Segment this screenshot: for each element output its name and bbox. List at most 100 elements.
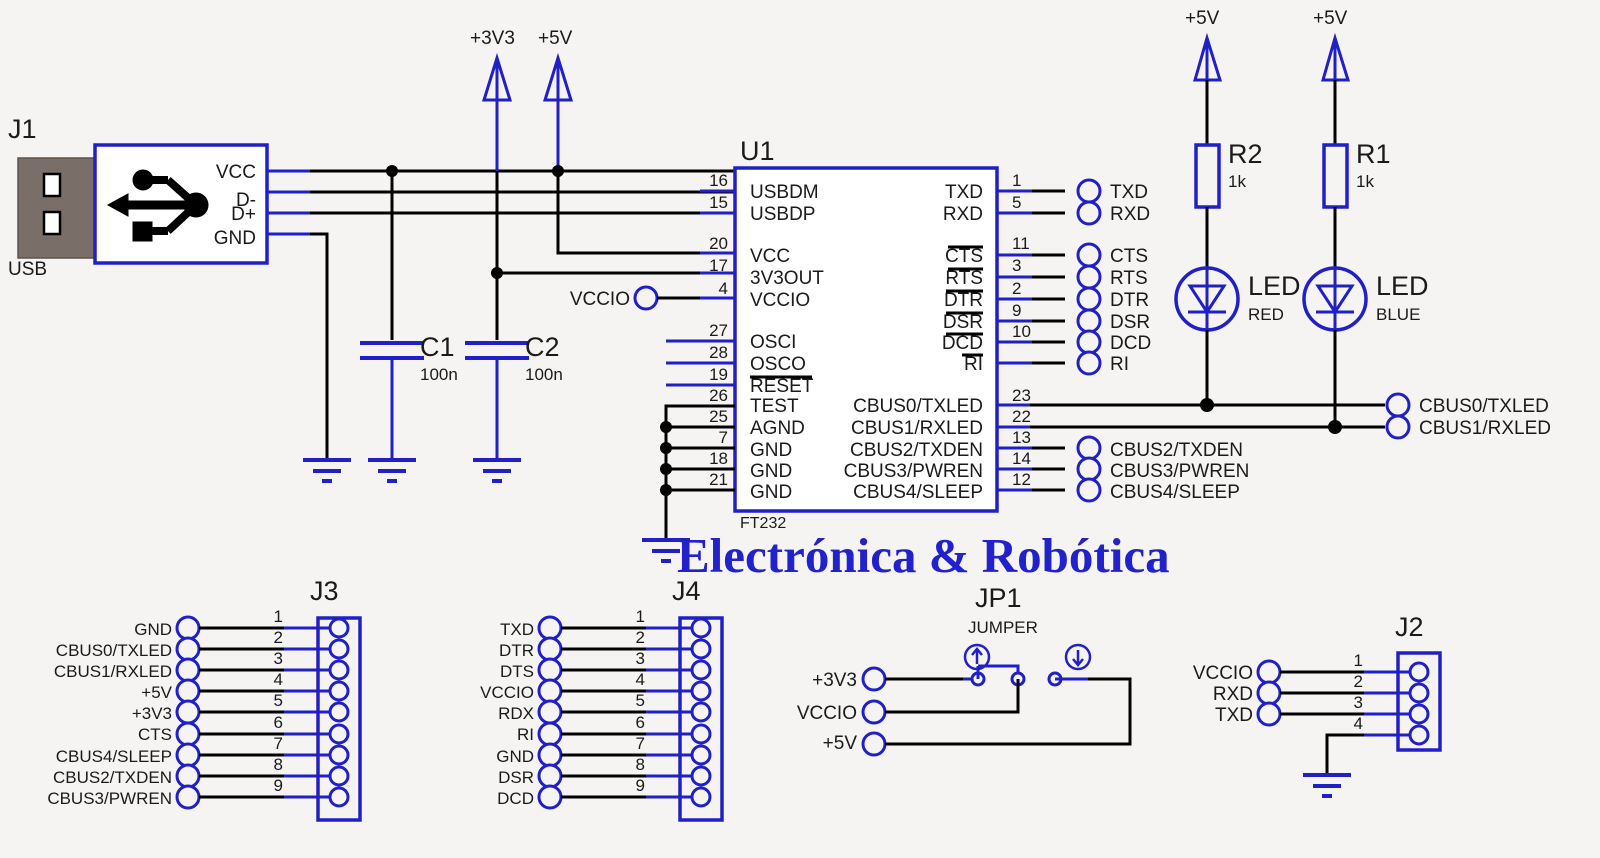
j3-port-5[interactable] bbox=[175, 699, 201, 725]
j4-pin-7[interactable] bbox=[690, 744, 712, 766]
u1-left-num-11: 18 bbox=[709, 449, 728, 468]
u1-right-pin-7: RI bbox=[964, 354, 983, 375]
power-arrow-3v3-icon bbox=[481, 52, 513, 171]
j3-port-7[interactable] bbox=[175, 742, 201, 768]
j3-pin-7[interactable] bbox=[328, 744, 350, 766]
port-label-cbus1: CBUS1/RXLED bbox=[1419, 418, 1551, 439]
rail-label-5v-r1: +5V bbox=[1313, 8, 1348, 29]
watermark-text: Electrónica & Robótica bbox=[677, 528, 1170, 583]
j2-pin-3[interactable] bbox=[1408, 703, 1430, 725]
port-circle-cbus1[interactable] bbox=[1385, 414, 1411, 440]
port-circle-cbus3[interactable] bbox=[1076, 456, 1102, 482]
j3-port-2[interactable] bbox=[175, 636, 201, 662]
j3-port-3[interactable] bbox=[175, 657, 201, 683]
port-circle-txd[interactable] bbox=[1076, 178, 1102, 204]
j3-num-5: 5 bbox=[274, 691, 283, 710]
j4-pin-9[interactable] bbox=[690, 786, 712, 808]
j4-port-7[interactable] bbox=[537, 742, 563, 768]
j3-pin-3[interactable] bbox=[328, 659, 350, 681]
jp1-port-5v[interactable] bbox=[861, 731, 887, 757]
j4-port-8[interactable] bbox=[537, 763, 563, 789]
j2-port-1[interactable] bbox=[1256, 659, 1282, 685]
port-circle-vccio[interactable] bbox=[633, 285, 659, 311]
j3-pin-6[interactable] bbox=[328, 723, 350, 745]
c1-refdes: C1 bbox=[420, 332, 455, 362]
j2-pin-4[interactable] bbox=[1408, 724, 1430, 746]
u1-right-pin-0: TXD bbox=[945, 182, 983, 203]
j3-port-1[interactable] bbox=[175, 615, 201, 641]
j4-port-3[interactable] bbox=[537, 657, 563, 683]
j3-pin-2[interactable] bbox=[328, 638, 350, 660]
port-circle-dcd[interactable] bbox=[1076, 329, 1102, 355]
j3-port-6[interactable] bbox=[175, 721, 201, 747]
j4-pin-8[interactable] bbox=[690, 765, 712, 787]
j2-pin-1[interactable] bbox=[1408, 661, 1430, 683]
j4-port-9[interactable] bbox=[537, 784, 563, 810]
j2-port-2[interactable] bbox=[1256, 680, 1282, 706]
r1-body bbox=[1322, 143, 1349, 209]
j4-port-4[interactable] bbox=[537, 678, 563, 704]
rail-label-3v3: +3V3 bbox=[470, 28, 515, 49]
usb-caption: USB bbox=[8, 259, 47, 280]
u1-left-pin-5: OSCI bbox=[750, 332, 796, 353]
u1-left-pin-3: 3V3OUT bbox=[750, 268, 824, 289]
junction-dot-gnd-7 bbox=[660, 442, 672, 454]
j3-pin-1[interactable] bbox=[328, 617, 350, 639]
port-label-vccio: VCCIO bbox=[570, 289, 630, 310]
j4-pin-6[interactable] bbox=[690, 723, 712, 745]
port-label-cbus0: CBUS0/TXLED bbox=[1419, 396, 1549, 417]
j3-pin-8[interactable] bbox=[328, 765, 350, 787]
j4-pin-5[interactable] bbox=[690, 701, 712, 723]
u1-right-pin-1: RXD bbox=[943, 204, 983, 225]
u1-left-pin-10: GND bbox=[750, 440, 792, 461]
j4-pin-3[interactable] bbox=[690, 659, 712, 681]
port-label-txd: TXD bbox=[1110, 182, 1148, 203]
j4-port-6[interactable] bbox=[537, 721, 563, 747]
j4-port-2[interactable] bbox=[537, 636, 563, 662]
j2-num-4: 4 bbox=[1354, 714, 1363, 733]
j3-pin-9[interactable] bbox=[328, 786, 350, 808]
u1-left-pin-6: OSCO bbox=[750, 354, 806, 375]
port-circle-dsr[interactable] bbox=[1076, 308, 1102, 334]
c2-value: 100n bbox=[525, 365, 563, 384]
port-circle-cbus4[interactable] bbox=[1076, 477, 1102, 503]
r2-value: 1k bbox=[1228, 172, 1246, 191]
j4-num-1: 1 bbox=[636, 607, 645, 626]
j3-num-9: 9 bbox=[274, 776, 283, 795]
j3-port-9[interactable] bbox=[175, 784, 201, 810]
j4-signal-0: TXD bbox=[500, 620, 534, 639]
j4-signal-3: VCCIO bbox=[480, 683, 534, 702]
port-label-cbus3: CBUS3/PWREN bbox=[1110, 461, 1249, 482]
j3-pin-4[interactable] bbox=[328, 680, 350, 702]
j4-num-2: 2 bbox=[636, 628, 645, 647]
port-circle-cbus2[interactable] bbox=[1076, 435, 1102, 461]
j4-port-1[interactable] bbox=[537, 615, 563, 641]
port-circle-ri[interactable] bbox=[1076, 350, 1102, 376]
j4-pin-2[interactable] bbox=[690, 638, 712, 660]
u1-refdes: U1 bbox=[740, 136, 775, 166]
j1-refdes: J1 bbox=[8, 114, 37, 144]
j2-num-2: 2 bbox=[1354, 672, 1363, 691]
jp1-port-3v3[interactable] bbox=[861, 666, 887, 692]
u1-left-pin-7: RESET bbox=[750, 376, 814, 397]
j4-pin-1[interactable] bbox=[690, 617, 712, 639]
u1-left-num-10: 7 bbox=[719, 428, 728, 447]
j4-pin-4[interactable] bbox=[690, 680, 712, 702]
port-circle-rxd[interactable] bbox=[1076, 200, 1102, 226]
u1-left-pin-2: VCC bbox=[750, 246, 790, 267]
port-circle-rts[interactable] bbox=[1076, 264, 1102, 290]
port-circle-cbus0[interactable] bbox=[1385, 392, 1411, 418]
j3-port-4[interactable] bbox=[175, 678, 201, 704]
u1-right-num-9: 22 bbox=[1012, 407, 1031, 426]
port-circle-dtr[interactable] bbox=[1076, 286, 1102, 312]
j2-port-3[interactable] bbox=[1256, 701, 1282, 727]
j3-port-8[interactable] bbox=[175, 763, 201, 789]
j2-pin-2[interactable] bbox=[1408, 682, 1430, 704]
u1-right-num-5: 9 bbox=[1012, 301, 1021, 320]
arrow-up-circle-icon bbox=[963, 643, 991, 671]
j4-port-5[interactable] bbox=[537, 699, 563, 725]
junction-dot-gnd-25 bbox=[660, 421, 672, 433]
port-circle-cts[interactable] bbox=[1076, 242, 1102, 268]
j3-pin-5[interactable] bbox=[328, 701, 350, 723]
jp1-port-vccio[interactable] bbox=[861, 699, 887, 725]
